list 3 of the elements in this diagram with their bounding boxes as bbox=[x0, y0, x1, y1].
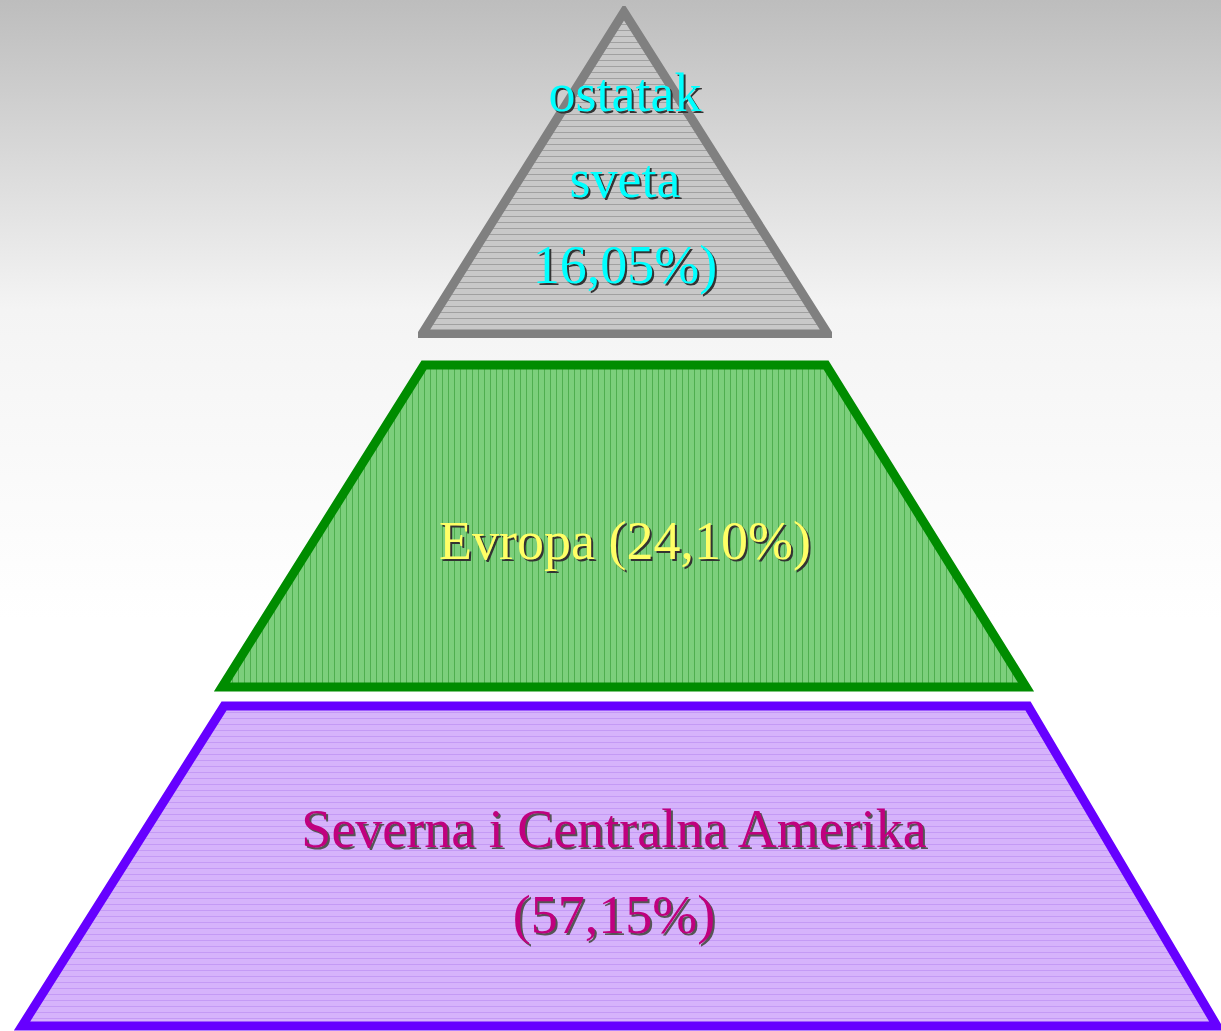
tier-label: Evropa (24,10%) bbox=[438, 510, 812, 573]
tier-label: Severna i Centralna Amerika (57,15%) bbox=[300, 798, 928, 947]
tier-label: ostatak sveta 16,05%) bbox=[531, 62, 719, 297]
